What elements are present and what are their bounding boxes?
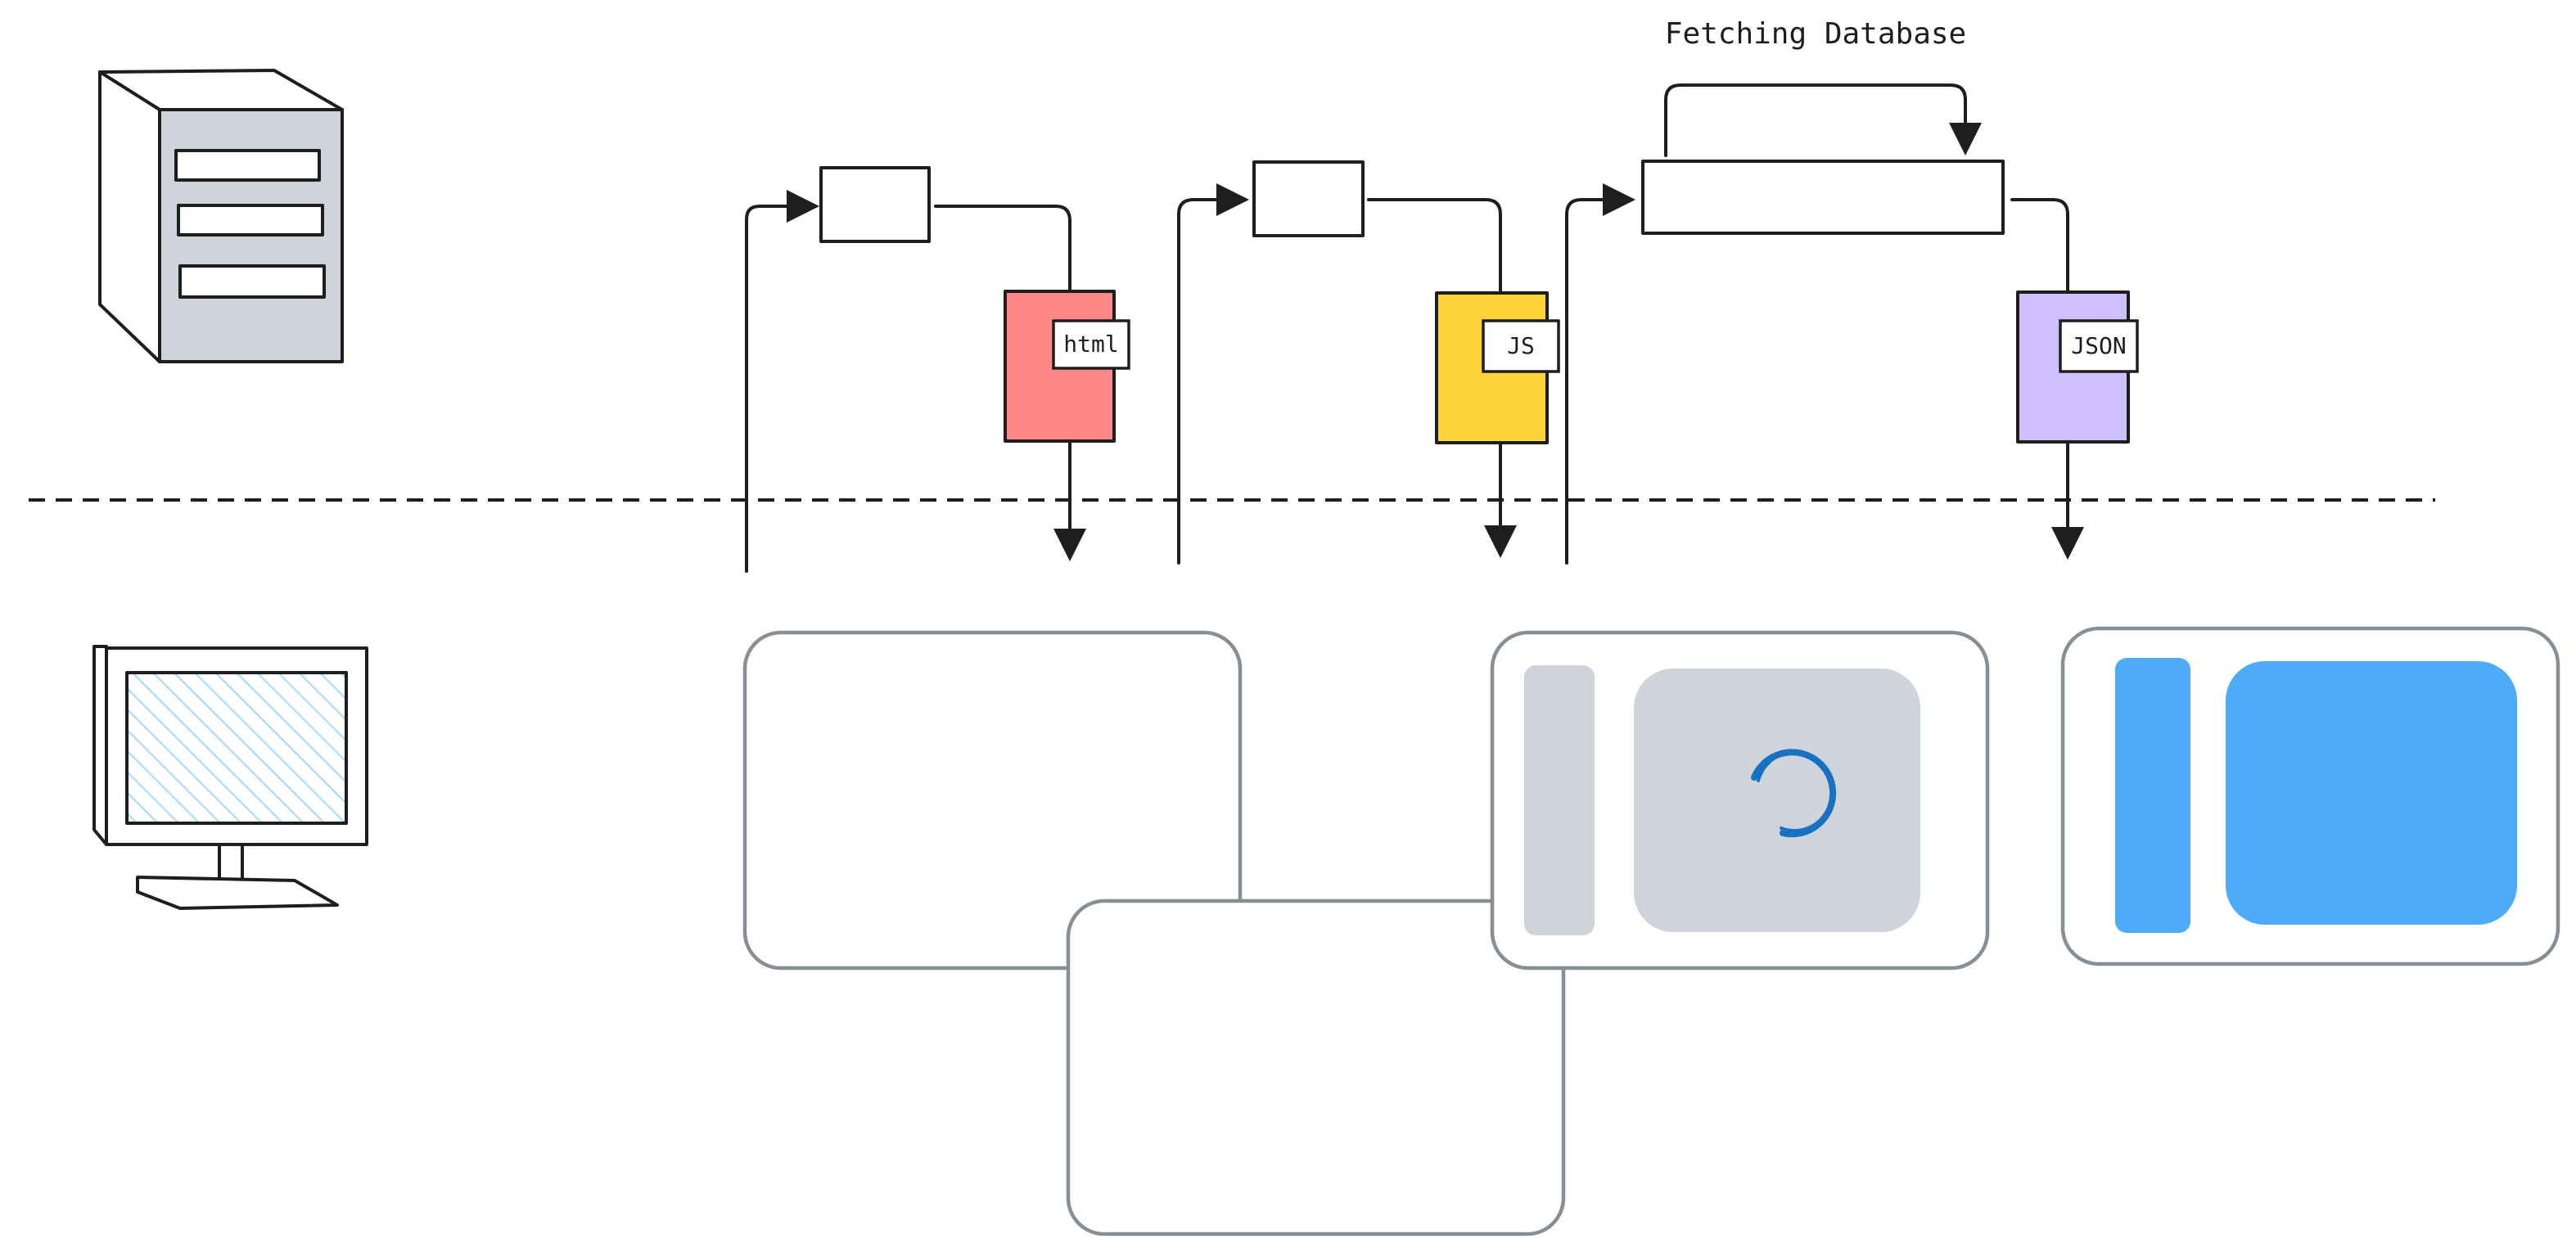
js-tag	[1482, 319, 1560, 373]
loading-sidebar-placeholder	[1524, 665, 1595, 935]
blank-page-panel-overlapping	[1066, 898, 1566, 1236]
loaded-sidebar	[2115, 658, 2190, 933]
loading-spinner-icon	[1751, 749, 1837, 838]
html-request-flow: html	[745, 166, 1130, 573]
server-slot	[177, 204, 324, 236]
fetching-database-label: Fetching Database	[1665, 17, 1966, 51]
loading-content-placeholder	[1634, 669, 1920, 932]
database-query-box	[1641, 160, 2005, 235]
html-tag	[1052, 319, 1130, 370]
server-process-box	[819, 166, 931, 243]
response-arrow	[2010, 198, 2084, 560]
server-process-box	[1252, 160, 1365, 237]
server-slot	[174, 149, 321, 182]
server-icon	[98, 69, 344, 363]
monitor-base	[136, 876, 339, 910]
json-request-flow: JSON	[1565, 83, 2139, 565]
blank-page-panel	[742, 630, 1243, 971]
desktop-computer-icon	[92, 645, 368, 910]
request-arrow	[1177, 183, 1249, 565]
loaded-page-panel	[2060, 626, 2560, 966]
response-arrow	[934, 205, 1086, 561]
json-tag	[2059, 319, 2139, 373]
js-tag-label: JS	[1507, 332, 1535, 359]
loading-page-panel	[1490, 630, 1990, 971]
database-loop-arrow	[1664, 83, 1982, 157]
response-arrow	[1367, 198, 1517, 558]
request-arrow	[745, 190, 819, 573]
html-tag-label: html	[1063, 331, 1118, 358]
loaded-content	[2226, 661, 2517, 925]
request-arrow	[1565, 183, 1635, 565]
server-slot	[178, 264, 326, 299]
json-tag-label: JSON	[2071, 332, 2126, 359]
js-request-flow: JS	[1177, 160, 1560, 565]
